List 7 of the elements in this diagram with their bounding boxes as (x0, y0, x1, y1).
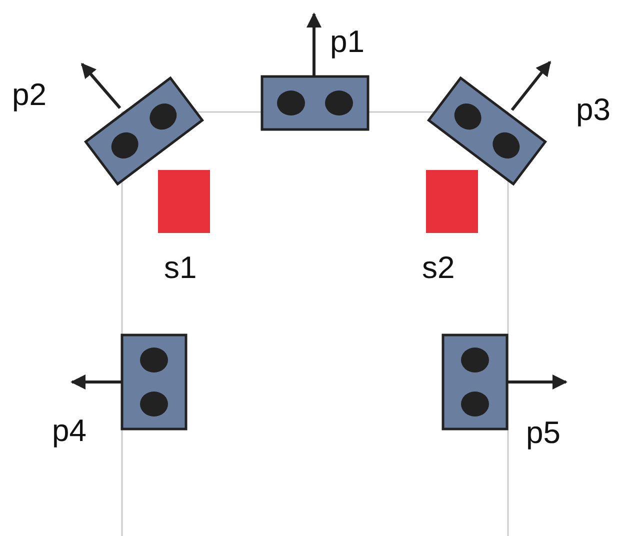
sensor-label: s1 (164, 251, 197, 285)
sensor-label: s2 (422, 251, 455, 285)
panel-label: p2 (12, 78, 46, 112)
panel-label: p1 (330, 25, 364, 59)
panel-label: p3 (576, 93, 610, 127)
panel-label: p4 (52, 414, 86, 448)
panel-label: p5 (526, 416, 560, 450)
